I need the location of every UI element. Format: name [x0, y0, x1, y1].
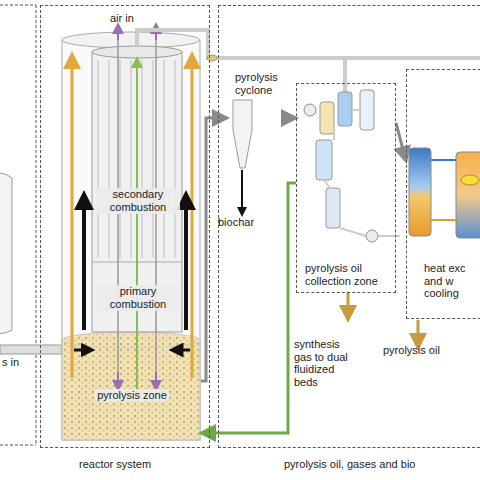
- zone-region: pyrolysis zone: [63, 349, 201, 441]
- annotation-label: s in: [2, 356, 19, 369]
- node-label: reactor system: [79, 458, 199, 471]
- region-box: reactor systemsecondary combustionprimar…: [40, 5, 210, 448]
- zone-region: secondary combustion: [96, 151, 180, 251]
- pipe-connector: [396, 123, 406, 161]
- region-box: pyrolysis oil collection zone: [296, 83, 396, 293]
- pipe-connector: [201, 183, 296, 433]
- pipe-connector: [201, 118, 227, 381]
- annotation-label: pyrolysis oil: [383, 344, 440, 357]
- pipe-connector: [281, 117, 296, 120]
- node-label: pyrolysis oil collection zone: [305, 262, 393, 287]
- node-label: primary combustion: [96, 285, 180, 310]
- node-label: secondary combustion: [96, 188, 180, 213]
- annotation-label: air in: [110, 12, 134, 25]
- node-label: pyrolysis oil, gases and bio: [284, 458, 480, 471]
- annotation-label: synthesis gas to dual fluidized beds: [294, 338, 358, 389]
- cyclone-unit: pyrolysis cyclone: [227, 71, 281, 176]
- node-label: pyrolysis zone: [95, 389, 169, 402]
- zone-region: primary combustion: [96, 267, 180, 329]
- node-label: pyrolysis cyclone: [235, 71, 285, 96]
- region-box: heat exc and w cooling: [406, 69, 480, 319]
- node-label: heat exc and w cooling: [424, 262, 476, 300]
- region-box: pyrolysis oil, gases and biopyrolysis cy…: [218, 5, 480, 448]
- annotation-label: biochar: [218, 216, 254, 229]
